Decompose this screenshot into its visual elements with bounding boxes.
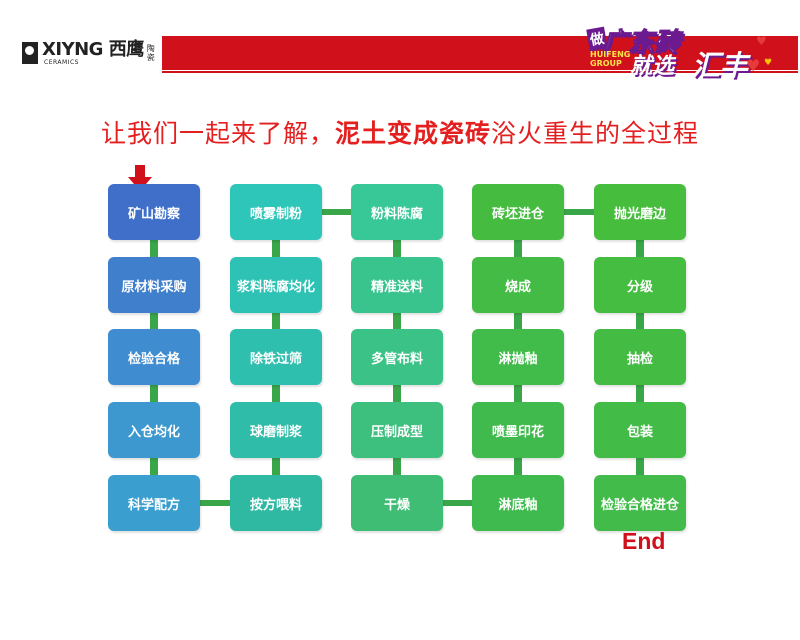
process-step-box: 分级: [594, 257, 686, 313]
flow-connector: [514, 313, 522, 329]
process-step-box: 烧成: [472, 257, 564, 313]
slogan-group-text: HUIFENG GROUP: [590, 50, 631, 68]
process-step-box: 干燥: [351, 475, 443, 531]
page-title: 让我们一起来了解，泥土变成瓷砖浴火重生的全过程: [0, 114, 800, 150]
process-step-box: 抽检: [594, 329, 686, 385]
end-label: End: [622, 528, 666, 554]
logo-text: XIYNG 西鹰: [42, 38, 144, 60]
slogan-line2: 就选: [630, 54, 675, 79]
process-step-box: 淋底釉: [472, 475, 564, 531]
slogan-line1: 广东砖: [601, 28, 681, 59]
process-step-box: 按方喂料: [230, 475, 322, 531]
flow-connector: [636, 313, 644, 329]
heart-icon: ♥: [756, 34, 767, 48]
process-step-box: 球磨制浆: [230, 402, 322, 458]
flow-connector: [150, 458, 158, 475]
process-step-box: 检验合格进仓: [594, 475, 686, 531]
flow-connector: [636, 385, 644, 402]
flow-connector: [393, 385, 401, 402]
process-step-box: 喷雾制粉: [230, 184, 322, 240]
process-step-box: 淋抛釉: [472, 329, 564, 385]
flow-connector: [636, 458, 644, 475]
flow-connector: [200, 500, 230, 506]
title-part3: 浴火重生的全过程: [491, 119, 700, 148]
logo-cn-small: 陶瓷: [146, 44, 155, 62]
process-step-box: 检验合格: [108, 329, 200, 385]
process-step-box: 精准送料: [351, 257, 443, 313]
title-part1: 让我们一起来了解，: [100, 119, 335, 148]
process-step-box: 多管布料: [351, 329, 443, 385]
flow-connector: [393, 240, 401, 257]
flow-connector: [272, 458, 280, 475]
process-step-box: 喷墨印花: [472, 402, 564, 458]
process-step-box: 砖坯进仓: [472, 184, 564, 240]
flow-connector: [322, 209, 351, 215]
flow-connector: [443, 500, 472, 506]
flow-connector: [564, 209, 594, 215]
flow-connector: [393, 458, 401, 475]
flow-connector: [393, 313, 401, 329]
heart-icon: ♥: [764, 58, 773, 68]
flow-connector: [150, 385, 158, 402]
process-step-box: 抛光磨边: [594, 184, 686, 240]
slogan-badge: 做 广东砖 就选 汇丰 HUIFENG GROUP ♥ ♥ ♥: [586, 8, 772, 82]
process-step-box: 粉料陈腐: [351, 184, 443, 240]
logo-subtext: CERAMICS: [44, 58, 79, 66]
process-step-box: 浆料陈腐均化: [230, 257, 322, 313]
flow-connector: [272, 385, 280, 402]
process-step-box: 入仓均化: [108, 402, 200, 458]
logo-mark-icon: [22, 42, 38, 64]
process-step-box: 科学配方: [108, 475, 200, 531]
company-logo: XIYNG 西鹰 CERAMICS 陶瓷: [22, 36, 157, 70]
flow-connector: [514, 385, 522, 402]
header-red-bar: [162, 36, 798, 70]
flow-connector: [272, 240, 280, 257]
flow-connector: [636, 240, 644, 257]
flow-connector: [514, 240, 522, 257]
flow-connector: [150, 240, 158, 257]
flow-connector: [272, 313, 280, 329]
flow-connector: [514, 458, 522, 475]
heart-icon: ♥: [746, 56, 761, 75]
process-step-box: 除铁过筛: [230, 329, 322, 385]
slogan-line3: 汇丰: [692, 49, 749, 82]
process-step-box: 原材料采购: [108, 257, 200, 313]
header-red-line: [162, 71, 798, 73]
title-part2-bold: 泥土变成瓷砖: [334, 119, 491, 148]
process-step-box: 矿山勘察: [108, 184, 200, 240]
process-step-box: 压制成型: [351, 402, 443, 458]
flow-connector: [150, 313, 158, 329]
process-step-box: 包装: [594, 402, 686, 458]
